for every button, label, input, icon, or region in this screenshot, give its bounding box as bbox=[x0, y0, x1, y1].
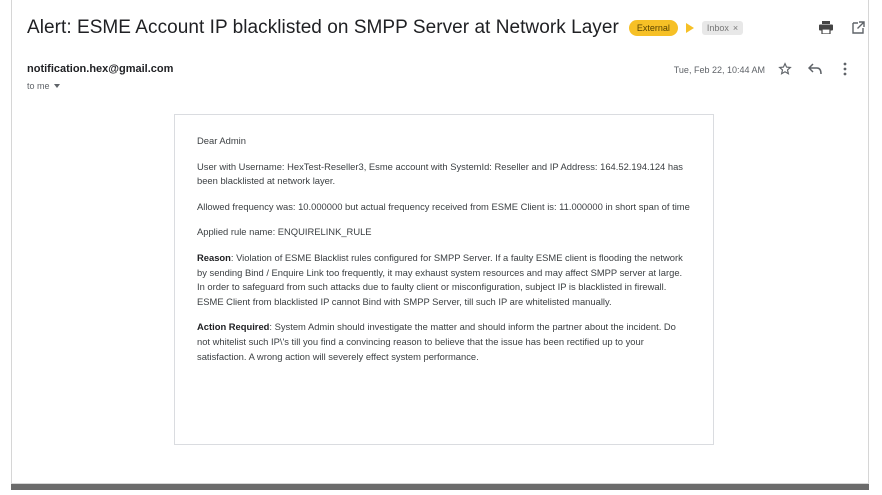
sender-address[interactable]: notification.hex@gmail.com bbox=[27, 63, 174, 75]
action-required-label: Action Required bbox=[197, 321, 270, 333]
recipient-text: to me bbox=[27, 81, 50, 91]
thread-actions bbox=[818, 19, 866, 35]
reason-text: : Violation of ESME Blacklist rules conf… bbox=[197, 251, 683, 307]
body-paragraph-user: User with Username: HexTest-Reseller3, E… bbox=[197, 160, 683, 187]
reply-icon[interactable] bbox=[807, 61, 823, 77]
star-icon[interactable] bbox=[777, 61, 793, 77]
sender-header: notification.hex@gmail.com to me Tue, Fe… bbox=[27, 60, 857, 100]
email-view bbox=[11, 0, 869, 484]
reason-label: Reason bbox=[197, 251, 231, 263]
inbox-label-text: Inbox bbox=[706, 23, 729, 33]
email-subject: Alert: ESME Account IP blacklisted on SM… bbox=[27, 17, 619, 38]
open-in-new-window-icon[interactable] bbox=[850, 19, 866, 35]
subject-row: Alert: ESME Account IP blacklisted on SM… bbox=[27, 14, 847, 42]
remove-label-icon[interactable]: × bbox=[732, 23, 739, 33]
window-bottom-border bbox=[11, 484, 869, 490]
print-icon[interactable] bbox=[818, 19, 834, 35]
chevron-down-icon[interactable] bbox=[53, 84, 60, 88]
body-paragraph-rule: Applied rule name: ENQUIRELINK_RULE bbox=[197, 226, 372, 238]
recipient-details[interactable]: to me bbox=[27, 81, 60, 91]
email-body: Dear Admin User with Username: HexTest-R… bbox=[174, 114, 714, 445]
body-paragraph-frequency: Allowed frequency was: 10.000000 but act… bbox=[197, 200, 690, 212]
body-paragraph-reason: Reason: Violation of ESME Blacklist rule… bbox=[197, 251, 691, 309]
greeting: Dear Admin bbox=[197, 135, 246, 146]
importance-marker-icon[interactable] bbox=[685, 23, 694, 33]
body-paragraph-action: Action Required: System Admin should inv… bbox=[197, 320, 691, 364]
external-label: External bbox=[628, 20, 678, 36]
email-date: Tue, Feb 22, 10:44 AM bbox=[673, 65, 765, 75]
more-vertical-icon[interactable] bbox=[837, 61, 853, 77]
action-required-text: : System Admin should investigate the ma… bbox=[197, 321, 676, 362]
message-actions bbox=[777, 61, 853, 77]
inbox-label: Inbox × bbox=[701, 21, 744, 35]
